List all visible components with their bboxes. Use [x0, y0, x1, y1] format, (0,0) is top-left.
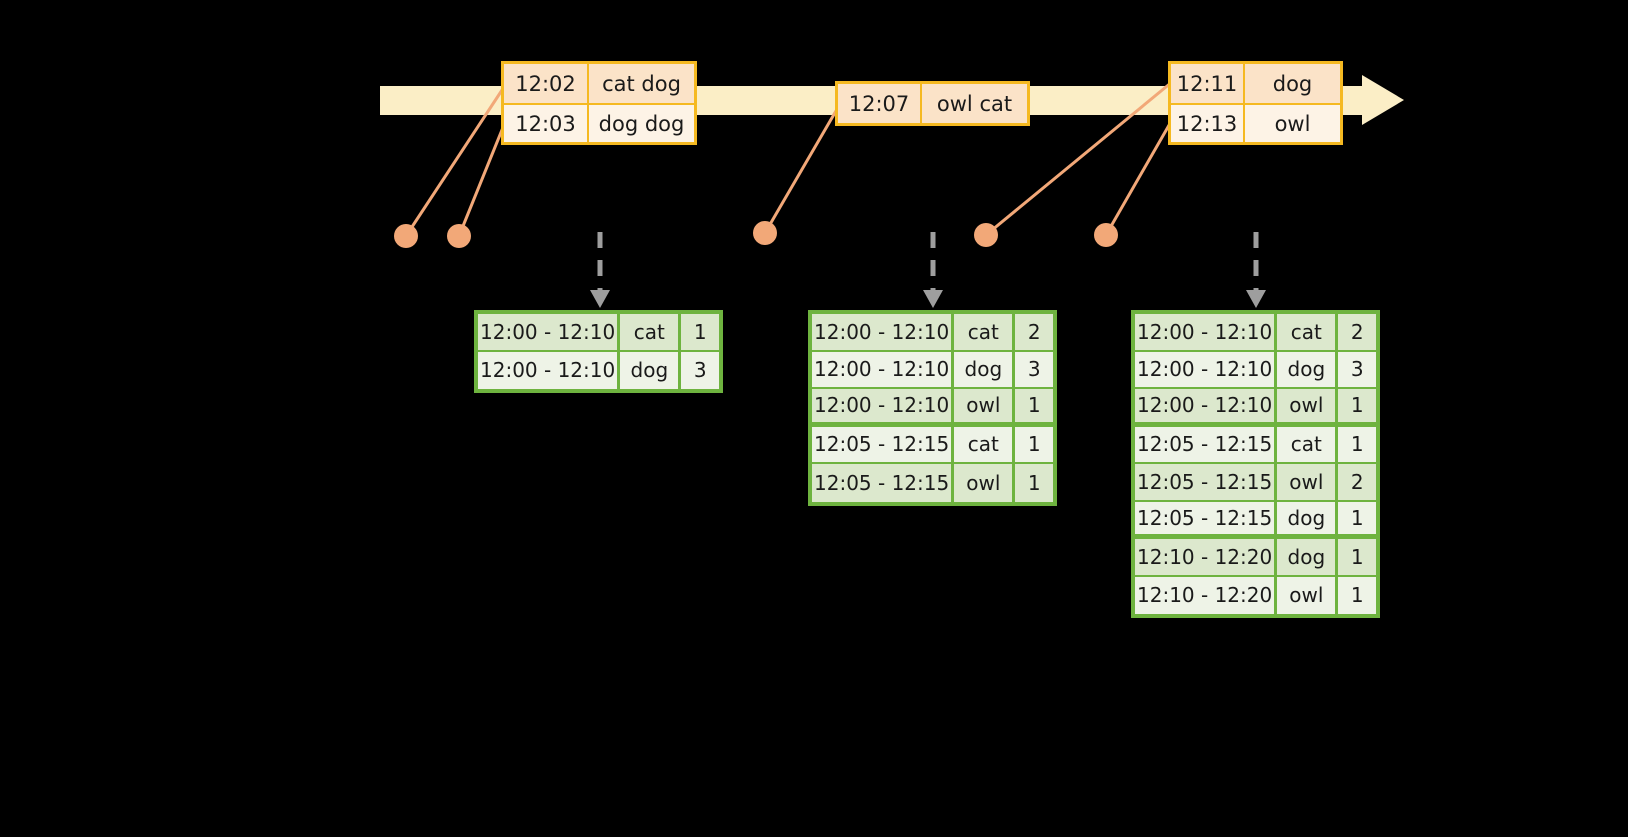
event-row: 12:13 owl — [1171, 103, 1340, 142]
event-box-group-3[interactable]: 12:11 dog 12:13 owl — [1168, 61, 1343, 145]
cell-word: dog — [1277, 501, 1339, 534]
connector-dot-1207-line — [763, 103, 842, 234]
cell-count: 2 — [1338, 314, 1376, 350]
cell-count: 3 — [1015, 351, 1053, 387]
connector-dot-1202[interactable] — [394, 224, 418, 248]
dashed-arrow-to-table-1-head-icon — [590, 290, 610, 308]
cell-count: 1 — [1338, 426, 1376, 462]
cell-count: 3 — [681, 351, 719, 389]
cell-count: 1 — [1338, 389, 1376, 422]
cell-window: 12:10 - 12:20 — [1135, 576, 1278, 614]
event-time: 12:07 — [838, 84, 922, 123]
cell-word: owl — [1277, 464, 1339, 500]
cell-word: cat — [620, 314, 682, 350]
cell-count: 1 — [681, 314, 719, 350]
cell-word: dog — [1277, 539, 1339, 575]
event-time: 12:11 — [1171, 64, 1245, 103]
cell-window: 12:00 - 12:10 — [812, 314, 955, 350]
cell-window: 12:00 - 12:10 — [1135, 389, 1278, 422]
cell-count: 1 — [1338, 539, 1376, 575]
cell-window: 12:05 - 12:15 — [1135, 426, 1278, 462]
cell-word: owl — [1277, 576, 1339, 614]
connector-dot-1213-line — [1104, 119, 1174, 236]
cell-word: owl — [954, 464, 1016, 502]
cell-word: dog — [620, 351, 682, 389]
cell-window: 12:00 - 12:10 — [478, 351, 621, 389]
cell-count: 1 — [1015, 389, 1053, 422]
cell-window: 12:05 - 12:15 — [812, 426, 955, 462]
cell-word: cat — [954, 426, 1016, 462]
cell-word: cat — [1277, 426, 1339, 462]
cell-word: cat — [1277, 314, 1339, 350]
event-row: 12:02 cat dog — [504, 64, 694, 103]
cell-window: 12:00 - 12:10 — [812, 389, 955, 422]
event-words: owl — [1274, 111, 1311, 136]
cell-count: 1 — [1015, 464, 1053, 502]
event-words: cat dog — [589, 64, 694, 103]
event-time: 12:13 — [1171, 105, 1245, 142]
dashed-arrow-to-table-3-head-icon — [1246, 290, 1266, 308]
event-words: dog — [1245, 64, 1340, 103]
connector-dot-1211[interactable] — [974, 223, 998, 247]
dashed-arrows — [590, 232, 1266, 308]
cell-window: 12:05 - 12:15 — [1135, 464, 1278, 500]
cell-count: 3 — [1338, 351, 1376, 387]
cell-count: 2 — [1015, 314, 1053, 350]
event-time: 12:02 — [504, 64, 589, 103]
connector-dot-1203[interactable] — [447, 224, 471, 248]
cell-word: owl — [954, 389, 1016, 422]
cell-window: 12:00 - 12:10 — [812, 351, 955, 387]
event-words: owl cat — [922, 84, 1027, 123]
cell-window: 12:00 - 12:10 — [478, 314, 621, 350]
cell-count: 1 — [1338, 501, 1376, 534]
cell-word: dog — [954, 351, 1016, 387]
event-row: 12:03 dog dog — [504, 103, 694, 142]
cell-window: 12:00 - 12:10 — [1135, 314, 1278, 350]
cell-word: cat — [954, 314, 1016, 350]
cell-window: 12:00 - 12:10 — [1135, 351, 1278, 387]
connector-dot-1207[interactable] — [753, 221, 777, 245]
dashed-arrow-to-table-2-head-icon — [923, 290, 943, 308]
cell-count: 1 — [1338, 576, 1376, 614]
timeline-arrowhead-icon — [1362, 75, 1404, 125]
event-box-group-2[interactable]: 12:07 owl cat — [835, 81, 1030, 126]
connector-dot-1203-line — [457, 119, 508, 237]
event-box-group-1[interactable]: 12:02 cat dog 12:03 dog dog — [501, 61, 697, 145]
cell-word: dog — [1277, 351, 1339, 387]
cell-window: 12:05 - 12:15 — [812, 464, 955, 502]
connector-dot-1213[interactable] — [1094, 223, 1118, 247]
event-row: 12:07 owl cat — [838, 84, 1027, 123]
event-time: 12:03 — [504, 105, 589, 142]
cell-word: owl — [1277, 389, 1339, 422]
event-row: 12:11 dog — [1171, 64, 1340, 103]
cell-window: 12:05 - 12:15 — [1135, 501, 1278, 534]
cell-count: 2 — [1338, 464, 1376, 500]
cell-count: 1 — [1015, 426, 1053, 462]
cell-window: 12:10 - 12:20 — [1135, 539, 1278, 575]
event-words: dog dog — [598, 111, 685, 136]
